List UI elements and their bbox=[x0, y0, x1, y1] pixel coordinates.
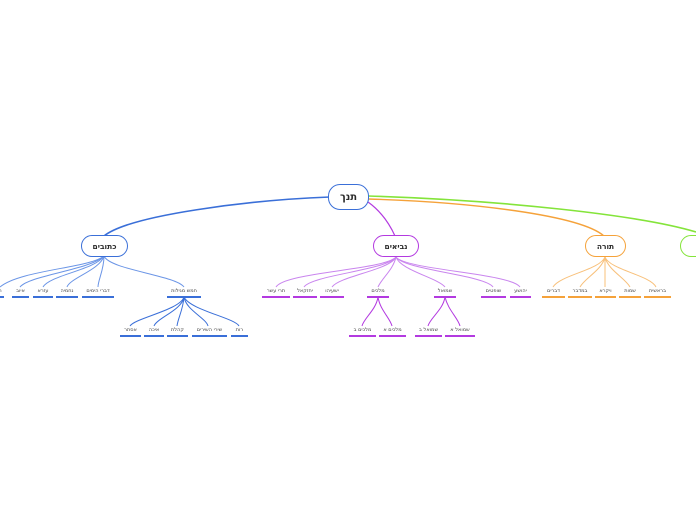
connector-root-torah bbox=[367, 198, 605, 237]
leaf-torah-bamidbar[interactable]: במדבר bbox=[568, 287, 592, 298]
connector-root-ketuvim bbox=[103, 196, 331, 237]
leaf-megillah-kohelet[interactable]: קהלת bbox=[167, 326, 188, 337]
leaf-ketuvim-tav[interactable]: ת bbox=[0, 287, 4, 298]
connector-neviim-trei bbox=[275, 256, 397, 288]
leaf-megillah-ruth[interactable]: רות bbox=[231, 326, 248, 337]
leaf-melachim-bet[interactable]: מלכים ב bbox=[349, 326, 376, 337]
connector-torah-bamidbar bbox=[579, 256, 606, 288]
branch-edge[interactable]: ל bbox=[680, 235, 696, 257]
connector-root-neviim bbox=[367, 201, 396, 237]
connector-neviim-melachim bbox=[377, 256, 397, 288]
leaf-melachim-aleph[interactable]: מלכים א bbox=[379, 326, 406, 337]
leaf-neviim-yeshayahu[interactable]: ישעיהו bbox=[320, 287, 344, 298]
connector-root-edge bbox=[367, 195, 696, 233]
leaf-megillah-esther[interactable]: אסתר bbox=[120, 326, 141, 337]
connector-megillot-esther bbox=[129, 296, 185, 327]
connector-torah-dvarim bbox=[552, 256, 606, 288]
leaf-torah-bereshit[interactable]: בראשית bbox=[644, 287, 671, 298]
leaf-ketuvim-divrei-hayamim[interactable]: דברי הימים bbox=[82, 287, 114, 298]
connector-neviim-yehoshua bbox=[395, 256, 521, 288]
connector-megillot-kohelet bbox=[176, 296, 185, 327]
leaf-torah-vayikra[interactable]: ויקרא bbox=[595, 287, 616, 298]
root-node[interactable]: תנך bbox=[328, 184, 369, 210]
connector-ketuvim-ezra bbox=[42, 255, 105, 288]
connector-shmuel-aleph bbox=[444, 296, 461, 327]
connector-megillot-shir bbox=[183, 296, 209, 327]
connector-megillot-eicha bbox=[153, 296, 185, 327]
leaf-neviim-yechezkel[interactable]: יחזקאל bbox=[293, 287, 317, 298]
leaf-neviim-melachim[interactable]: מלכים bbox=[367, 287, 389, 298]
leaf-ketuvim-ezra[interactable]: עזרא bbox=[33, 287, 53, 298]
connector-ketuvim-iyov bbox=[19, 255, 105, 288]
leaf-megillah-shir-hashirim[interactable]: שירי השירים bbox=[192, 326, 227, 337]
leaf-shmuel-aleph[interactable]: שמואל א bbox=[445, 326, 475, 337]
leaf-neviim-trei-asar[interactable]: תרי עשר bbox=[262, 287, 290, 298]
leaf-ketuvim-iyov[interactable]: איוב bbox=[12, 287, 29, 298]
leaf-shmuel-bet[interactable]: שמואל ב bbox=[415, 326, 442, 337]
connector-torah-bereshit bbox=[604, 256, 657, 288]
branch-ketuvim[interactable]: כתובים bbox=[81, 235, 128, 257]
connector-ketuvim-nechemia bbox=[66, 255, 105, 288]
connector-ketuvim-divrei bbox=[97, 255, 105, 288]
leaf-megillah-eicha[interactable]: איכה bbox=[144, 326, 164, 337]
connector-ketuvim-megillot bbox=[103, 255, 185, 288]
branch-neviim[interactable]: נביאים bbox=[373, 235, 419, 257]
connector-melachim-bet bbox=[361, 296, 379, 327]
branch-torah[interactable]: תורה bbox=[585, 235, 626, 257]
leaf-torah-shmot[interactable]: שמות bbox=[619, 287, 641, 298]
connector-ketuvim-tav bbox=[0, 255, 105, 288]
leaf-neviim-yehoshua[interactable]: יהושע bbox=[510, 287, 531, 298]
leaf-ketuvim-nechemia[interactable]: נחמיה bbox=[56, 287, 78, 298]
connector-neviim-yechezkel bbox=[303, 256, 397, 288]
connector-neviim-yeshayahu bbox=[331, 256, 397, 288]
leaf-neviim-shoftim[interactable]: שופטים bbox=[481, 287, 506, 298]
connector-neviim-shmuel bbox=[395, 256, 446, 288]
connector-torah-shmot bbox=[604, 256, 631, 288]
connector-melachim-aleph bbox=[377, 296, 393, 327]
leaf-ketuvim-chamesh-megillot[interactable]: חמש מגילות bbox=[167, 287, 201, 298]
leaf-neviim-shmuel[interactable]: שמואל bbox=[434, 287, 456, 298]
connector-shmuel-bet bbox=[427, 296, 446, 327]
connector-megillot-ruth bbox=[183, 296, 240, 327]
leaf-torah-dvarim[interactable]: דברים bbox=[542, 287, 565, 298]
connector-neviim-shoftim bbox=[395, 256, 494, 288]
